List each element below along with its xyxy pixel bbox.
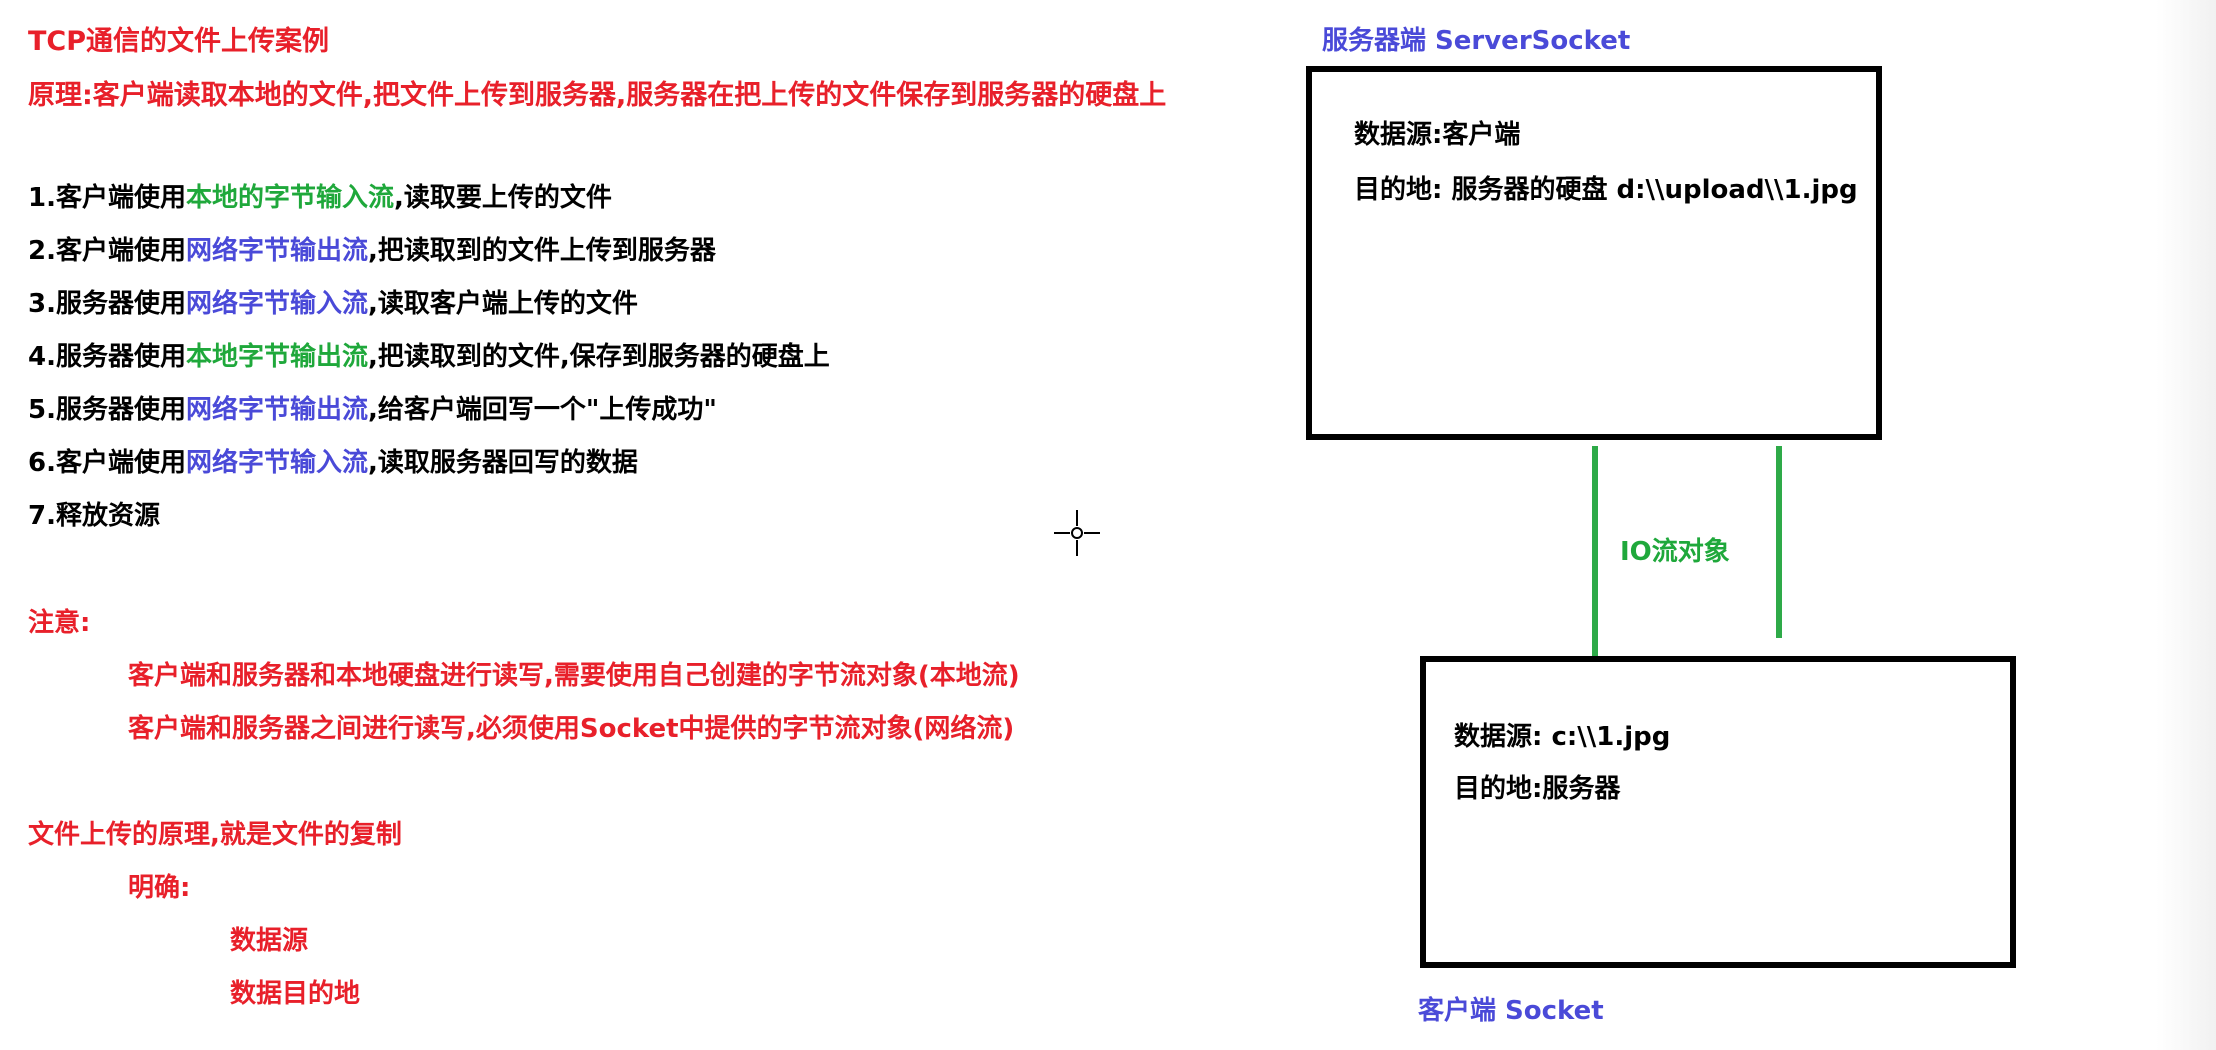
step-suffix: ,读取客户端上传的文件	[367, 289, 638, 319]
step-item-2: 2.客户端使用网络字节输出流,把读取到的文件上传到服务器	[28, 238, 716, 264]
step-highlight: 网络字节输出流	[185, 236, 368, 266]
step-suffix: ,把读取到的文件上传到服务器	[367, 236, 716, 266]
server-box: 数据源:客户端 目的地: 服务器的硬盘 d:\\upload\\1.jpg	[1306, 66, 1882, 440]
step-item-1: 1.客户端使用本地的字节输入流,读取要上传的文件	[28, 185, 612, 211]
step-suffix: ,读取服务器回写的数据	[367, 448, 638, 478]
step-suffix: ,把读取到的文件,保存到服务器的硬盘上	[367, 342, 830, 372]
step-prefix: 5.服务器使用	[28, 395, 186, 425]
step-highlight: 网络字节输入流	[185, 448, 368, 478]
step-highlight: 本地的字节输入流	[185, 183, 394, 213]
note-item-network: 客户端和服务器之间进行读写,必须使用Socket中提供的字节流对象(网络流)	[128, 714, 1015, 744]
principle-text: 原理:客户端读取本地的文件,把文件上传到服务器,服务器在把上传的文件保存到服务器…	[28, 80, 1167, 111]
step-prefix: 7.释放资源	[28, 501, 160, 531]
connection-line-right	[1776, 446, 1782, 638]
step-prefix: 1.客户端使用	[28, 183, 186, 213]
step-item-3: 3.服务器使用网络字节输入流,读取客户端上传的文件	[28, 291, 638, 317]
step-item-6: 6.客户端使用网络字节输入流,读取服务器回写的数据	[28, 450, 638, 476]
note-item-local: 客户端和服务器和本地硬盘进行读写,需要使用自己创建的字节流对象(本地流)	[128, 661, 1020, 691]
step-suffix: ,读取要上传的文件	[393, 183, 612, 213]
clarify-label: 明确:	[128, 873, 191, 903]
copy-principle-text: 文件上传的原理,就是文件的复制	[28, 820, 402, 850]
step-highlight: 网络字节输入流	[185, 289, 368, 319]
step-item-4: 4.服务器使用本地字节输出流,把读取到的文件,保存到服务器的硬盘上	[28, 344, 830, 370]
clarify-item-source: 数据源	[230, 926, 309, 956]
step-highlight: 网络字节输出流	[185, 395, 368, 425]
note-title: 注意:	[28, 608, 91, 638]
connection-line-left	[1592, 446, 1598, 656]
client-box: 数据源: c:\\1.jpg 目的地:服务器	[1420, 656, 2016, 968]
client-source-text: 数据源: c:\\1.jpg	[1454, 722, 1671, 752]
server-source-text: 数据源:客户端	[1354, 120, 1521, 150]
step-suffix: ,给客户端回写一个"上传成功"	[367, 395, 717, 425]
step-prefix: 6.客户端使用	[28, 448, 186, 478]
edge-shade	[2156, 0, 2216, 1050]
clarify-item-destination: 数据目的地	[230, 979, 361, 1009]
step-highlight: 本地字节输出流	[185, 342, 368, 372]
server-label: 服务器端 ServerSocket	[1322, 26, 1631, 56]
crosshair-cursor-icon	[1054, 510, 1100, 556]
connection-label: IO流对象	[1620, 537, 1730, 567]
step-prefix: 2.客户端使用	[28, 236, 186, 266]
step-prefix: 3.服务器使用	[28, 289, 186, 319]
client-dest-text: 目的地:服务器	[1454, 774, 1621, 804]
server-dest-text: 目的地: 服务器的硬盘 d:\\upload\\1.jpg	[1354, 175, 1858, 205]
client-label: 客户端 Socket	[1418, 996, 1604, 1026]
page-title: TCP通信的文件上传案例	[28, 26, 330, 57]
step-item-7: 7.释放资源	[28, 503, 160, 529]
step-item-5: 5.服务器使用网络字节输出流,给客户端回写一个"上传成功"	[28, 397, 717, 423]
step-prefix: 4.服务器使用	[28, 342, 186, 372]
